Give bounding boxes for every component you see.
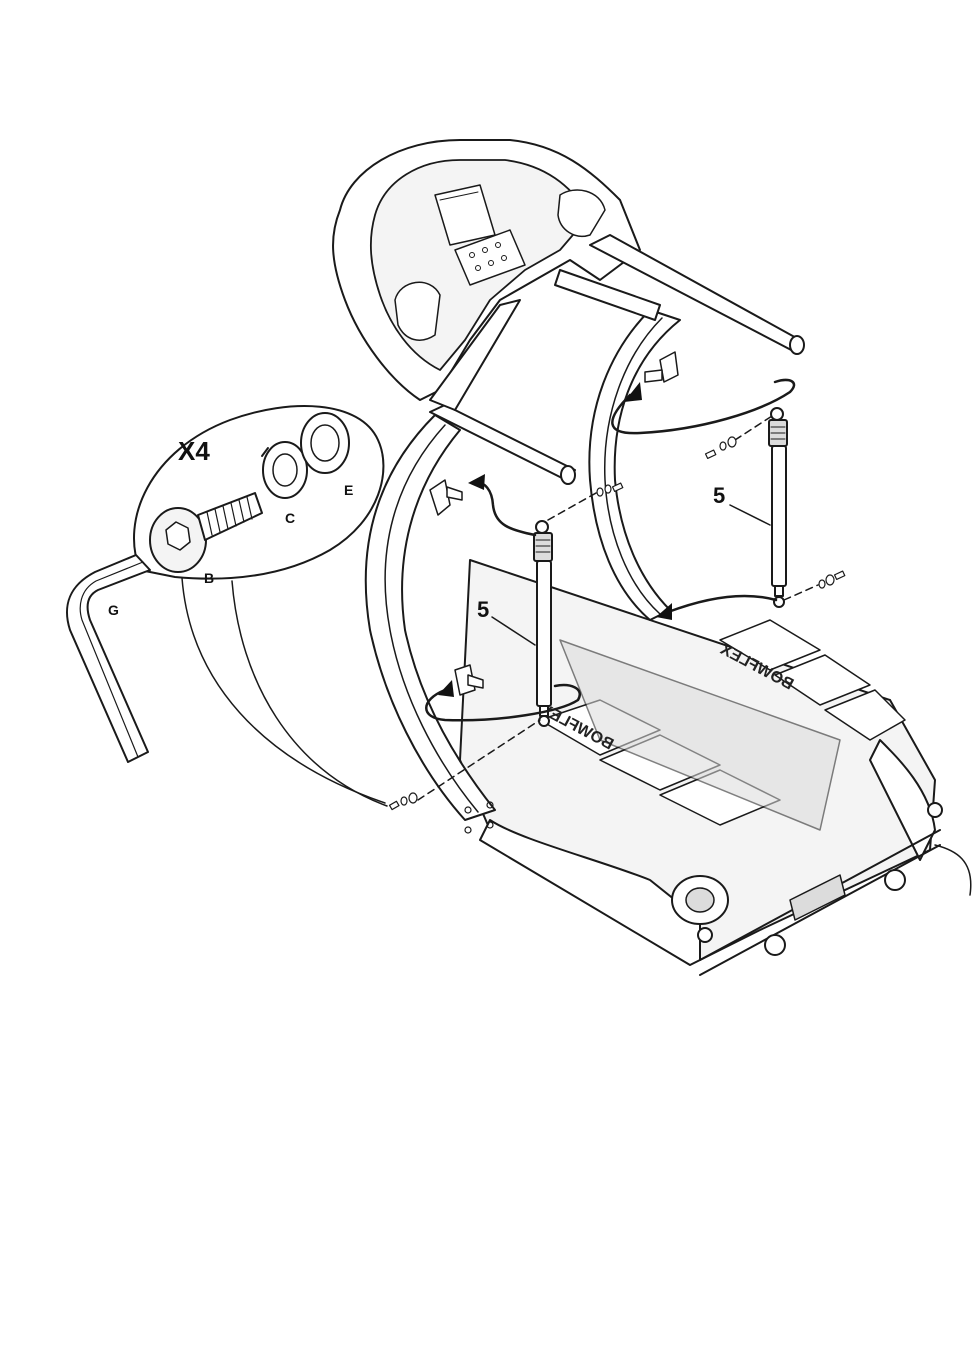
cylinder-label-front: 5 (477, 597, 489, 622)
part-label-c: C (285, 510, 295, 526)
arrow-head-icon (468, 474, 485, 490)
gas-cylinder-rear: 5 (713, 408, 787, 607)
console-assembly (333, 140, 804, 410)
cylinder-label-rear: 5 (713, 483, 725, 508)
part-label-e: E (344, 482, 353, 498)
hex-key-g-icon (67, 555, 150, 762)
part-label-g: G (108, 602, 119, 618)
flat-washer-e-icon (301, 413, 349, 473)
lock-washer-c-icon (262, 442, 307, 498)
left-handlebar (430, 405, 575, 484)
rear-upright (589, 310, 680, 620)
arrow-head-icon (438, 680, 454, 697)
quantity-label: X4 (178, 436, 210, 466)
part-label-b: B (204, 570, 214, 586)
hardware-callout: X4 B C E (134, 406, 387, 806)
